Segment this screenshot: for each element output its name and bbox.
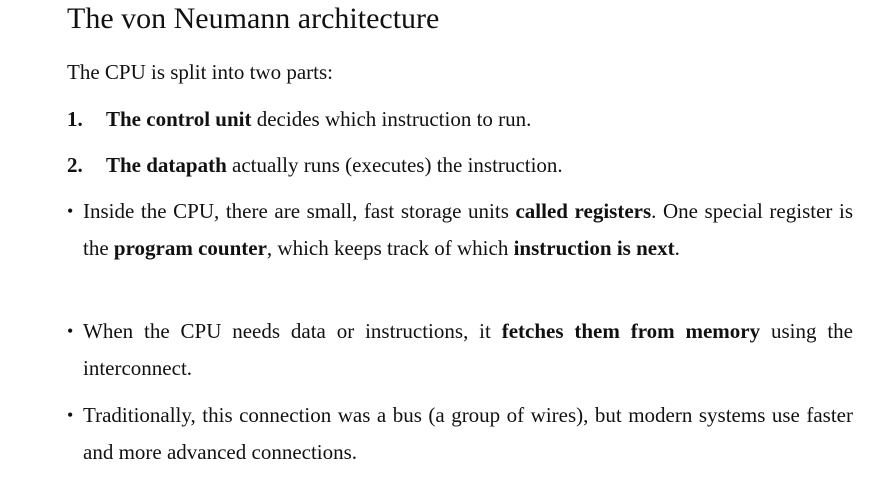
- intro-text: The CPU is split into two parts:: [67, 60, 334, 84]
- text-run: , which keeps track of which: [266, 236, 514, 260]
- bullet-text: Inside the CPU, there are small, fast st…: [83, 193, 853, 267]
- term-called-registers: called registers: [515, 199, 652, 223]
- term-control-unit: The control unit: [106, 107, 252, 131]
- text-run: .: [674, 236, 680, 260]
- text-run: Inside the CPU, there are small, fast st…: [83, 199, 516, 223]
- term-datapath: The datapath: [106, 153, 227, 177]
- page-title: The von Neumann architecture: [67, 2, 440, 35]
- list-number: 2.: [67, 153, 83, 177]
- bullet-text: When the CPU needs data or instructions,…: [83, 313, 853, 387]
- bullet-item-bus: • Traditionally, this connection was a b…: [67, 397, 853, 471]
- bullet-text: Traditionally, this connection was a bus…: [83, 397, 853, 471]
- text-run: using the interconnect.: [83, 319, 853, 380]
- numbered-item-control-unit: 1. The control unit decides which instruc…: [67, 105, 531, 133]
- bullet-icon: •: [67, 405, 74, 425]
- text-run: When the CPU needs data or instructions,…: [83, 319, 502, 343]
- term-fetches-from-memory: fetches them from memory: [501, 319, 761, 343]
- numbered-item-text: actually runs (executes) the instruction…: [226, 153, 563, 177]
- bullet-icon: •: [67, 321, 74, 341]
- term-instruction-is-next: instruction is next: [513, 236, 675, 260]
- numbered-item-text: decides which instruction to run.: [251, 107, 532, 131]
- list-number: 1.: [67, 107, 83, 131]
- text-run: . One special register is the: [83, 199, 853, 260]
- bullet-icon: •: [67, 201, 74, 221]
- term-program-counter: program counter: [113, 236, 267, 260]
- bullet-item-fetch: • When the CPU needs data or instruction…: [67, 313, 853, 387]
- bullet-item-registers: • Inside the CPU, there are small, fast …: [67, 193, 853, 267]
- numbered-item-datapath: 2. The datapath actually runs (executes) …: [67, 151, 563, 179]
- text-run: Traditionally, this connection was a bus…: [83, 403, 853, 464]
